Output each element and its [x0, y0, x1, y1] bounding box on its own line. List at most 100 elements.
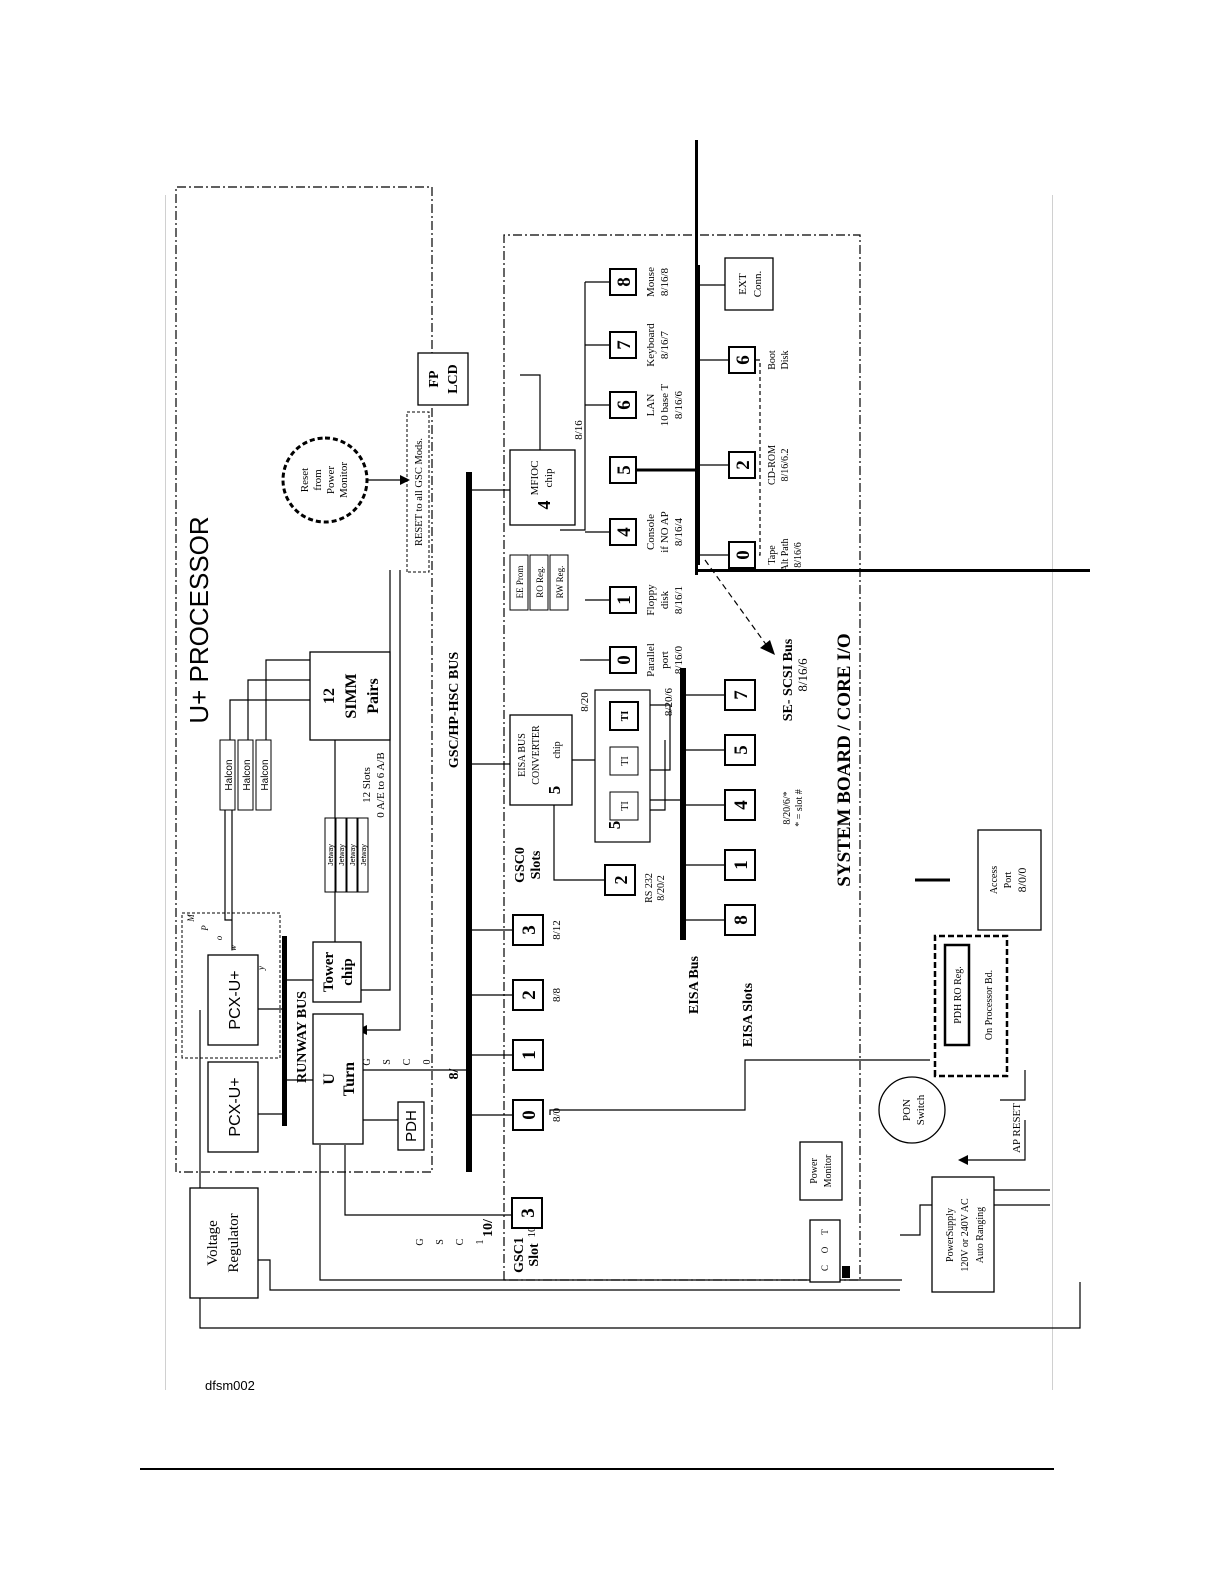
toc-switch-handle — [842, 1266, 850, 1278]
io-port-1-num: 1 — [614, 595, 635, 605]
io-port-7-label-1: Keyboard — [645, 323, 657, 367]
scsi-device-2-label-2: 8/16/6.2 — [780, 448, 791, 481]
io-port-6-num: 6 — [614, 400, 635, 410]
uturn-box — [312, 1013, 364, 1145]
psu-label-1: PowerSupply — [945, 1208, 956, 1262]
power-monitor-box — [799, 1141, 843, 1201]
io-port-1-label-3: 8/16/1 — [673, 586, 685, 614]
io-port-0-label-1: Parallel — [645, 643, 657, 677]
halcon-label-3: Halcon — [260, 759, 271, 790]
io-port-0-label-3: 8/16/0 — [673, 645, 685, 674]
arrow-reset — [400, 475, 410, 485]
scsi-device-6-label-1: Boot — [767, 350, 778, 370]
rs232-label-1: RS 232 — [644, 873, 655, 903]
access-label-2: Port — [1003, 871, 1014, 888]
gsc0-letter-3: C — [402, 1058, 413, 1065]
simm-label-3: Pairs — [365, 678, 382, 714]
io-port-7-box — [609, 331, 637, 359]
right-frame-line — [1052, 195, 1053, 1390]
halcon-label-2: Halcon — [242, 759, 253, 790]
jetway-label-3: Jetway — [350, 844, 357, 866]
halcon-box-1 — [219, 739, 236, 811]
eisa-slot-5-num: 5 — [731, 745, 752, 755]
io-port-4-label-3: 8/16/4 — [673, 517, 685, 546]
fp-label-2: LCD — [446, 364, 461, 394]
scsi-device-0-label-1: Tape — [767, 545, 778, 565]
pon-switch[interactable] — [878, 1076, 946, 1144]
processor-title: U+ PROCESSOR — [184, 516, 214, 723]
toc-letter-3: C — [820, 1265, 830, 1271]
gsc-slot-0-path-label-1: 8/0 — [551, 1107, 563, 1122]
gsc0-letter-4: 0 — [422, 1060, 433, 1065]
gsc-slot-2-num: 2 — [519, 990, 540, 1000]
halcon-box-3 — [255, 739, 272, 811]
eisa-conv-label-1: EISA BUS — [517, 733, 528, 777]
mfioc-box — [509, 449, 576, 526]
access-port-box — [977, 829, 1042, 931]
gsc1-slot-label-1: GSC1 — [512, 1237, 527, 1273]
io-port-8-label-1: Mouse — [645, 267, 657, 297]
uturn-label-2: Turn — [341, 1062, 358, 1096]
gsc-bus-label: GSC/HP-HSC BUS — [447, 652, 462, 769]
ti-box-3 — [609, 701, 639, 731]
pcx1-box — [207, 1061, 259, 1153]
scsi-device-2-num: 2 — [733, 460, 754, 470]
scsi-device-0-box — [728, 541, 756, 569]
simm-label-1: 12 — [321, 688, 338, 704]
future-letter-4: w — [228, 945, 238, 951]
scsi-device-0-num: 0 — [733, 550, 754, 560]
gsc0-letter-1: G — [362, 1058, 373, 1065]
ti-label-3: TI — [620, 711, 631, 722]
rom-label-2: RO Reg. — [535, 566, 545, 598]
gsc-slot-1-num: 1 — [519, 1050, 540, 1060]
mfioc-label-2: chip — [543, 468, 555, 487]
gsc0-to-access — [549, 1059, 930, 1115]
eisa-slot-5-box — [724, 734, 756, 766]
ti-label-1: TI — [620, 801, 631, 810]
io-port-8-box — [609, 268, 637, 296]
conv-to-rs232 — [553, 800, 605, 881]
rom-box-1 — [509, 554, 529, 611]
future-cpu-frame — [181, 912, 281, 1059]
uturn-label-1: U — [321, 1073, 338, 1085]
arrow-scsi — [760, 640, 775, 655]
toc-letter-2: O — [820, 1246, 830, 1253]
uturn-to-gsc1 — [344, 1145, 512, 1216]
future-letter-3: o — [214, 935, 224, 940]
pon-line — [1000, 1070, 1026, 1101]
gsc-slot-0-box — [512, 1099, 544, 1131]
scsi-device-2-label-1: CD-ROM — [767, 445, 778, 485]
fp-lcd-box — [417, 352, 469, 406]
slots-note-2: 0 A/E to 6 A/B — [375, 752, 387, 817]
system-board-title: SYSTEM BOARD / CORE I/O — [834, 633, 855, 886]
pon-label-1: PON — [901, 1099, 913, 1121]
pdh-ro-label-2: On Processor Bd. — [984, 970, 995, 1040]
pcx2-label: PCX-U+ — [227, 970, 244, 1029]
scsi-arrow — [704, 559, 771, 651]
io-port-1-label-1: Floppy — [645, 584, 657, 616]
eisa-conv-label-3: chip — [552, 741, 563, 758]
pcx1-label: PCX-U+ — [227, 1077, 244, 1136]
power-monitor-to-ap — [960, 1120, 1026, 1161]
eisa-bus-label: EISA Bus — [687, 955, 702, 1014]
gsc1-slot-box — [511, 1197, 543, 1229]
rom-box-2 — [529, 554, 549, 611]
gsc-slot-2-path-label-1: 8/8 — [551, 987, 563, 1002]
gsc1-letter-1: G — [415, 1238, 426, 1245]
simm-box — [309, 651, 391, 741]
rs232-label-2: 8/20/2 — [656, 875, 667, 901]
io-port-0-num: 0 — [614, 655, 635, 665]
io-port-6-label-3: 8/16/6 — [673, 390, 685, 419]
eisa-slot-8-box — [724, 904, 756, 936]
toc-switch[interactable] — [809, 1219, 841, 1283]
ti-box-1 — [609, 791, 639, 821]
gsc0-prefix-label: 8/ — [447, 1067, 462, 1079]
eisa-slot-1-num: 1 — [731, 860, 752, 870]
rs232-box — [604, 864, 636, 896]
gsc1-prefix-label: 10/ — [481, 1218, 496, 1237]
gsc1-letter-4: 1 — [475, 1240, 486, 1245]
eisa-slot-4-num: 4 — [731, 800, 752, 810]
tower-to-jetway — [330, 892, 336, 946]
